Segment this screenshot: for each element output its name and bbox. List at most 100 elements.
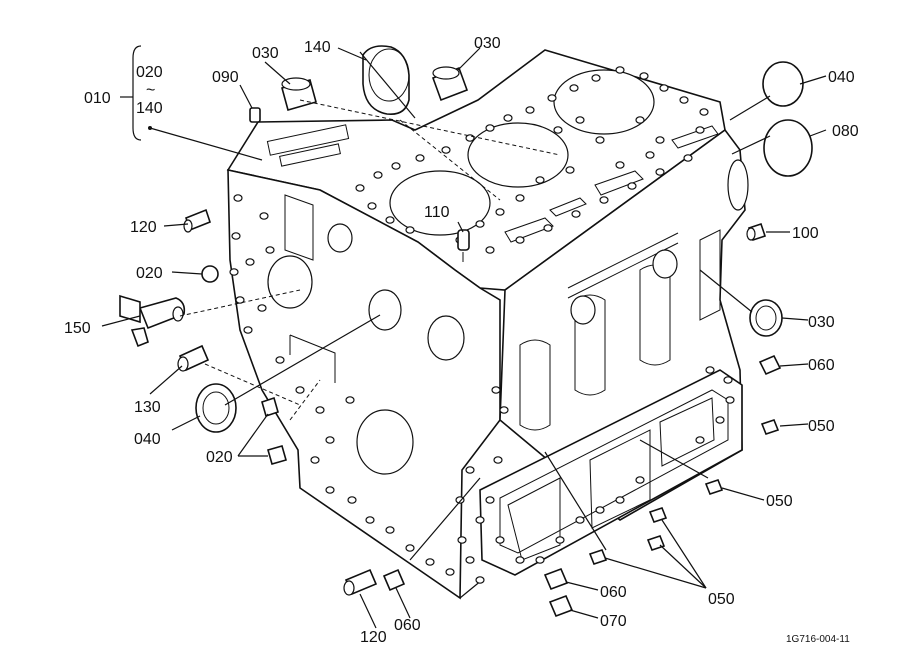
plug-070	[548, 594, 574, 618]
label-050-b: 050	[766, 493, 793, 510]
label-150: 150	[64, 320, 91, 337]
bolt-hole	[543, 224, 553, 232]
bolt-hole	[373, 171, 383, 179]
bolt-hole	[245, 258, 255, 266]
bolt-hole	[639, 72, 649, 80]
bolt-hole	[515, 194, 525, 202]
bolt-hole	[615, 161, 625, 169]
bolt-hole	[405, 226, 415, 234]
bolt-hole	[485, 124, 495, 132]
bolt-hole	[441, 146, 451, 154]
bolt-hole	[259, 212, 269, 220]
bolt-hole	[485, 496, 495, 504]
bolt-hole	[547, 94, 557, 102]
label-140-range-end: 140	[136, 100, 163, 117]
label-140: 140	[304, 39, 331, 56]
bolt-hole	[655, 136, 665, 144]
plug-140-top	[362, 45, 410, 116]
label-020-mid: 020	[136, 265, 163, 282]
bolt-hole	[385, 526, 395, 534]
label-050-c: 050	[708, 591, 735, 608]
bolt-hole	[457, 536, 467, 544]
bolt-hole	[385, 216, 395, 224]
label-070: 070	[600, 613, 627, 630]
label-060-c: 060	[394, 617, 421, 634]
front-face-holes	[229, 194, 735, 584]
bolt-hole	[465, 466, 475, 474]
bolt-hole	[491, 386, 501, 394]
bolt-hole	[571, 210, 581, 218]
bolt-hole	[565, 166, 575, 174]
bolt-hole	[723, 376, 733, 384]
ring-040-bottom	[195, 383, 237, 433]
bolt-hole	[243, 326, 253, 334]
plug-020-bottom	[261, 396, 287, 465]
bolt-hole	[475, 516, 485, 524]
label-range-tilde: ~	[146, 82, 155, 99]
drain-cock-150	[119, 294, 186, 348]
label-060-b: 060	[600, 584, 627, 601]
screw-050-a	[760, 419, 780, 435]
bolt-hole	[465, 556, 475, 564]
cap-030-b	[431, 66, 469, 102]
bolt-hole	[645, 151, 655, 159]
bolt-hole	[699, 108, 709, 116]
bolt-hole	[659, 84, 669, 92]
bolt-hole	[615, 496, 625, 504]
bolt-hole	[535, 176, 545, 184]
front-face-bores	[267, 194, 465, 475]
figure-code: 1G716-004-11	[786, 634, 850, 645]
bolt-hole	[591, 74, 601, 82]
label-030-a: 030	[252, 45, 279, 62]
bolt-hole	[599, 196, 609, 204]
bolt-hole	[725, 396, 735, 404]
label-020-bottom: 020	[206, 449, 233, 466]
bolt-hole	[635, 116, 645, 124]
label-030-b: 030	[474, 35, 501, 52]
label-020-range-start: 020	[136, 64, 163, 81]
label-120-bottom: 120	[360, 629, 387, 646]
sleeve-120-top	[183, 208, 211, 233]
bolt-hole	[555, 536, 565, 544]
bolt-hole	[425, 558, 435, 566]
bolt-hole	[231, 232, 241, 240]
bolt-hole	[705, 366, 715, 374]
plug-060-lower	[543, 567, 569, 591]
label-040-top: 040	[828, 69, 855, 86]
label-050-a: 050	[808, 418, 835, 435]
bolt-hole	[495, 536, 505, 544]
ring-030-right	[749, 299, 783, 337]
bolt-hole	[503, 114, 513, 122]
plug-060-right	[758, 354, 782, 376]
bolt-hole	[345, 396, 355, 404]
bolt-hole	[515, 236, 525, 244]
bolt-hole	[715, 416, 725, 424]
bolt-hole	[695, 436, 705, 444]
bolt-hole	[310, 456, 320, 464]
bolt-hole	[569, 84, 579, 92]
bolt-hole	[615, 66, 625, 74]
bolt-hole	[391, 162, 401, 170]
dowel-110	[457, 229, 470, 262]
label-110: 110	[424, 204, 450, 221]
bolt-hole	[325, 486, 335, 494]
bolt-hole	[515, 556, 525, 564]
bolt-hole	[365, 516, 375, 524]
label-100: 100	[792, 225, 819, 242]
bolt-hole	[683, 154, 693, 162]
sleeve-120-bottom	[343, 568, 378, 596]
bolt-hole	[347, 496, 357, 504]
bolt-hole	[265, 246, 275, 254]
bolt-hole	[575, 116, 585, 124]
label-060-a: 060	[808, 357, 835, 374]
bolt-hole	[235, 296, 245, 304]
bolt-hole	[499, 406, 509, 414]
bolt-hole	[493, 456, 503, 464]
pin-090	[249, 107, 261, 123]
deck-holes	[355, 66, 709, 254]
sleeve-100	[746, 222, 767, 242]
crankcase-webs	[519, 159, 749, 431]
screw-050-c	[646, 507, 668, 551]
label-130: 130	[134, 399, 161, 416]
bolt-hole	[355, 184, 365, 192]
